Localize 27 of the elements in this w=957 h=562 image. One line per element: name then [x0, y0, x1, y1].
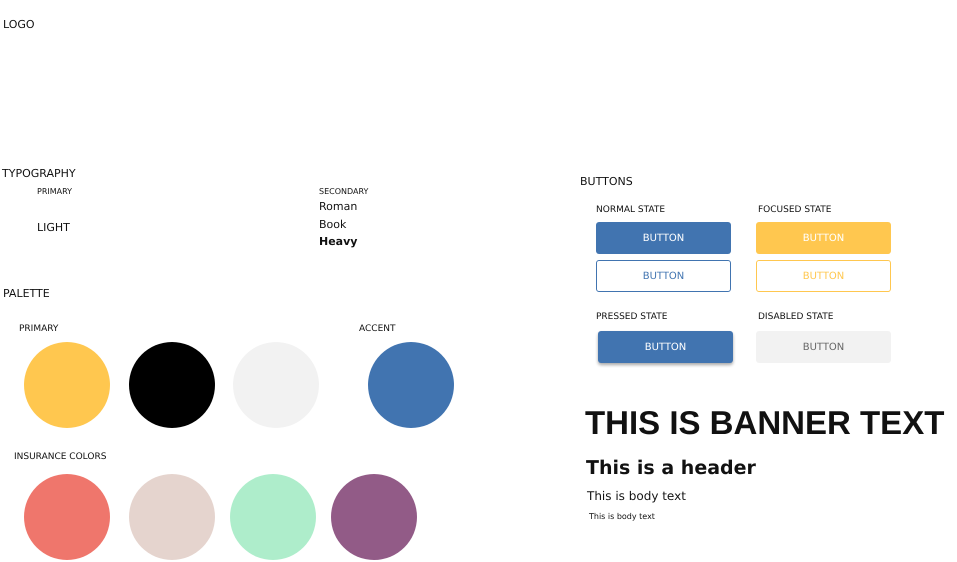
section-heading: Heavy: [319, 236, 358, 249]
section-heading: LOGO: [3, 19, 35, 32]
body-text: This is body text: [587, 490, 686, 504]
state-heading: DISABLED STATE: [758, 312, 834, 322]
state-heading: FOCUSED STATE: [758, 205, 832, 216]
button: BUTTON: [598, 331, 733, 363]
button: BUTTON: [756, 331, 891, 363]
section-heading: PRIMARY: [37, 187, 72, 196]
body-text: This is body text: [589, 512, 655, 522]
section-heading: ACCENT: [359, 324, 396, 334]
section-heading: INSURANCE COLORS: [14, 452, 106, 462]
section-heading: SECONDARY: [319, 187, 368, 196]
state-heading: NORMAL STATE: [596, 205, 666, 216]
section-heading: Roman: [319, 201, 358, 214]
state-heading: PRESSED STATE: [596, 312, 668, 322]
header-text: This is a header: [586, 458, 756, 480]
section-heading: Book: [319, 219, 346, 232]
section-heading: LIGHT: [37, 222, 70, 235]
section-heading: PALETTE: [3, 288, 50, 301]
button: BUTTON: [596, 260, 731, 292]
button: BUTTON: [756, 222, 891, 254]
button: BUTTON: [756, 260, 891, 292]
section-heading: PRIMARY: [19, 324, 58, 334]
button: BUTTON: [596, 222, 731, 254]
section-heading: BUTTONS: [580, 176, 633, 189]
banner-text: THIS IS BANNER TEXT: [585, 404, 944, 442]
section-heading: TYPOGRAPHY: [2, 168, 76, 181]
